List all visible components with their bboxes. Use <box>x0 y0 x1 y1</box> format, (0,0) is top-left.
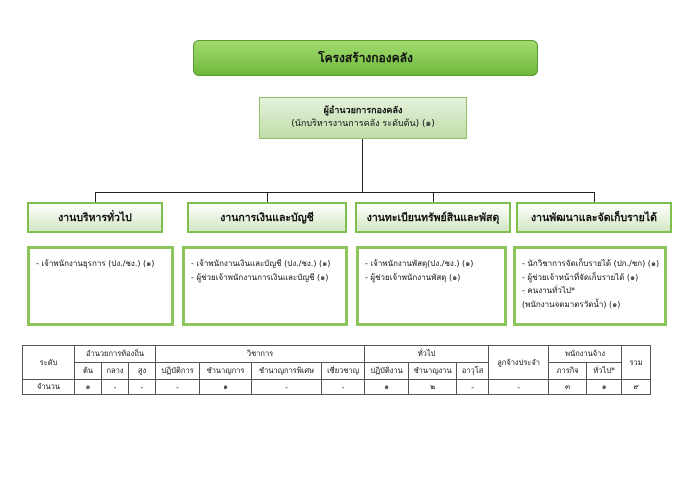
position-item: - เจ้าพนักงานธุรการ (ปง./ชง.) (๑) <box>36 259 155 268</box>
group-academic-header: วิชาการ <box>155 345 366 363</box>
table-subheader-row: ต้น กลาง สูง ปฏิบัติการ ชำนาญการ ชำนาญกา… <box>23 362 651 380</box>
division-body-property: - เจ้าพนักงานพัสดุ(ปง./ชง.) (๑) - ผู้ช่ว… <box>356 246 507 326</box>
group-staff-header: พนักงานจ้าง <box>548 345 623 363</box>
sub-header-cell: ภารกิจ <box>548 362 588 380</box>
table-count-row: จำนวน ๑ - - - ๑ - - ๑ ๒ - - ๓ ๑ ๙ <box>22 379 652 395</box>
count-cell: - <box>155 379 201 395</box>
staffing-table: ระดับ อำนวยการท้องถิ่น วิชาการ ทั่วไป ลู… <box>22 345 652 395</box>
division-body-admin: - เจ้าพนักงานธุรการ (ปง./ชง.) (๑) <box>27 246 174 326</box>
position-item: - เจ้าพนักงานเงินและบัญชี (ปง./ชง.) (๑) <box>191 259 331 268</box>
connector-drop-1 <box>95 192 96 203</box>
count-cell: ๒ <box>408 379 458 395</box>
sub-header-cell: กลาง <box>101 362 129 380</box>
position-item: - ผู้ช่วยเจ้าพนักงานพัสดุ (๑) <box>365 272 461 282</box>
table-header-row: ระดับ อำนวยการท้องถิ่น วิชาการ ทั่วไป ลู… <box>22 345 652 380</box>
group-admin-header: อำนวยการท้องถิ่น <box>73 345 157 363</box>
count-cell: - <box>488 379 550 395</box>
group-general-header: ทั่วไป <box>364 345 490 363</box>
position-item: - ผู้ช่วยเจ้าหน้าที่จัดเก็บรายได้ (๑) <box>522 272 639 282</box>
sub-header-cell: ต้น <box>74 362 102 380</box>
sub-header-cell: สูง <box>127 362 157 380</box>
connector-bus <box>95 192 594 193</box>
sub-header-cell: ชำนาญการพิเศษ <box>251 362 323 380</box>
division-head-label: งานบริหารทั่วไป <box>58 212 132 224</box>
position-item: - คนงานทั่วไป* <box>522 286 575 295</box>
director-box: ผู้อำนวยการกองคลัง (นักบริหารงานการคลัง … <box>259 97 467 139</box>
sub-header-cell: เชี่ยวชาญ <box>321 362 366 380</box>
count-cell: - <box>101 379 129 395</box>
chart-title: โครงสร้างกองคลัง <box>193 40 538 76</box>
chart-title-text: โครงสร้างกองคลัง <box>318 50 413 65</box>
count-cell: ๑ <box>364 379 410 395</box>
sub-header-cell: ปฏิบัติการ <box>155 362 201 380</box>
position-item: - นักวิชาการจัดเก็บรายได้ (ปก./ชก) (๑) <box>522 259 660 268</box>
connector-drop-4 <box>594 192 595 203</box>
sub-header-cell: ปฏิบัติงาน <box>364 362 410 380</box>
sub-header-cell: ชำนาญงาน <box>408 362 458 380</box>
count-cell: ๑ <box>586 379 623 395</box>
connector-drop-3 <box>433 192 434 203</box>
position-item: - ผู้ช่วยเจ้าพนักงานการเงินและบัญชี (๑) <box>191 272 329 282</box>
division-head-label: งานพัฒนาและจัดเก็บรายได้ <box>531 212 657 224</box>
connector-trunk <box>362 139 363 192</box>
group-permanent-header: ลูกจ้างประจำ <box>488 345 550 380</box>
count-cell: ๓ <box>548 379 588 395</box>
count-total-cell: ๙ <box>621 379 652 395</box>
division-head-label: งานการเงินและบัญชี <box>220 212 314 224</box>
count-cell: - <box>251 379 323 395</box>
sub-header-cell: อาวุโส <box>456 362 490 380</box>
connector-drop-2 <box>267 192 268 203</box>
count-cell: - <box>321 379 366 395</box>
division-head-property: งานทะเบียนทรัพย์สินและพัสดุ <box>355 202 511 233</box>
division-head-label: งานทะเบียนทรัพย์สินและพัสดุ <box>366 212 500 224</box>
director-subtitle: (นักบริหารงานการคลัง ระดับต้น) (๑) <box>291 119 435 129</box>
count-cell: ๑ <box>74 379 102 395</box>
sub-header-cell: ชำนาญการ <box>199 362 253 380</box>
division-head-admin: งานบริหารทั่วไป <box>27 202 163 233</box>
division-head-finance: งานการเงินและบัญชี <box>187 202 347 233</box>
count-cell: - <box>456 379 490 395</box>
sub-header-cell: ทั่วไป* <box>586 362 623 380</box>
division-body-finance: - เจ้าพนักงานเงินและบัญชี (ปง./ชง.) (๑) … <box>182 246 348 326</box>
director-title: ผู้อำนวยการกองคลัง <box>323 106 403 116</box>
division-body-revenue: - นักวิชาการจัดเก็บรายได้ (ปก./ชก) (๑) -… <box>513 246 667 326</box>
count-cell: - <box>127 379 157 395</box>
position-item: (พนักงานจดมาตรวัดน้ำ) (๑) <box>522 299 621 309</box>
position-item: - เจ้าพนักงานพัสดุ(ปง./ชง.) (๑) <box>365 259 474 268</box>
count-label-cell: จำนวน <box>22 379 75 395</box>
count-cell: ๑ <box>199 379 253 395</box>
division-head-revenue: งานพัฒนาและจัดเก็บรายได้ <box>516 202 672 233</box>
row-header-cell: ระดับ <box>22 345 75 380</box>
group-total-header: รวม <box>621 345 652 380</box>
